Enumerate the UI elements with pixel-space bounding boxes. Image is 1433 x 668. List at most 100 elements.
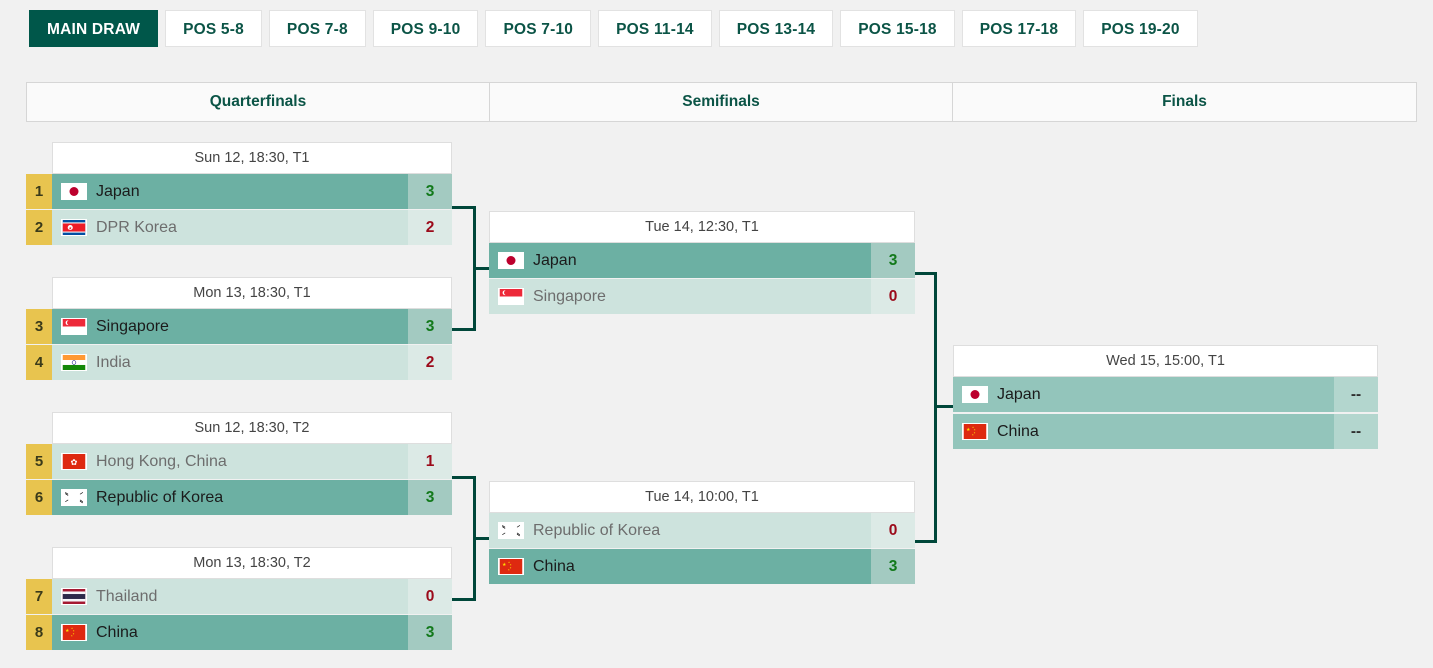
- team-name-cell: ★★★★★China: [489, 549, 871, 584]
- team-name-label: Hong Kong, China: [96, 452, 227, 470]
- team-score: --: [1334, 414, 1378, 449]
- team-row[interactable]: Japan --: [953, 377, 1378, 412]
- connector-sf1-to-final: [915, 272, 937, 275]
- hong-kong-flag-icon: ✿: [61, 453, 87, 470]
- tab-pos-19-20[interactable]: POS 19-20: [1083, 10, 1198, 47]
- svg-text:★: ★: [71, 627, 73, 630]
- team-name-cell: Japan: [953, 377, 1334, 412]
- tab-pos-15-18[interactable]: POS 15-18: [840, 10, 955, 47]
- team-row[interactable]: ★★★★★China--: [953, 414, 1378, 449]
- korea-flag-icon: [498, 522, 524, 539]
- tab-main-draw[interactable]: MAIN DRAW: [29, 10, 159, 47]
- svg-text:★: ★: [972, 426, 974, 429]
- team-row[interactable]: 5 ✿ Hong Kong, China 1: [26, 444, 452, 479]
- china-flag-icon: ★★★★★: [498, 558, 524, 575]
- team-name-label: Japan: [96, 182, 140, 200]
- tab-pos-7-10[interactable]: POS 7-10: [485, 10, 592, 47]
- team-score: 1: [408, 444, 452, 479]
- svg-text:★: ★: [510, 566, 512, 569]
- match-date-time: Tue 14, 12:30, T1: [489, 211, 915, 243]
- connector-qf1-to-sf1: [452, 206, 476, 209]
- singapore-flag-icon: [61, 318, 87, 335]
- connector-final-feed: [934, 405, 956, 408]
- team-name-label: Republic of Korea: [96, 488, 224, 506]
- tab-pos-13-14[interactable]: POS 13-14: [718, 10, 834, 47]
- team-name-label: Japan: [997, 385, 1041, 403]
- svg-text:★: ★: [972, 434, 974, 437]
- team-name-cell: Thailand: [52, 579, 408, 614]
- connector-qf2-to-sf1: [452, 328, 476, 331]
- team-name-label: China: [997, 422, 1039, 440]
- connector-qf3-to-sf2: [452, 476, 476, 479]
- team-name-label: Republic of Korea: [533, 521, 661, 539]
- match-date-time: Sun 12, 18:30, T1: [52, 142, 452, 174]
- tab-pos-5-8[interactable]: POS 5-8: [165, 10, 262, 47]
- svg-text:★: ★: [510, 563, 512, 566]
- svg-text:★: ★: [508, 561, 510, 564]
- team-row[interactable]: Japan 3: [489, 243, 915, 278]
- team-score: 3: [871, 243, 915, 278]
- seed-number: 7: [26, 579, 52, 614]
- team-name-cell: Singapore: [52, 309, 408, 344]
- seed-number: 5: [26, 444, 52, 479]
- team-score: 3: [408, 480, 452, 515]
- match-date-time: Sun 12, 18:30, T2: [52, 412, 452, 444]
- tab-pos-11-14[interactable]: POS 11-14: [598, 10, 712, 47]
- seed-number: 4: [26, 345, 52, 380]
- seed-number: 3: [26, 309, 52, 344]
- team-name-cell: ★★★★★China: [953, 414, 1334, 449]
- connector-sf2-to-final: [915, 540, 937, 543]
- connector-sf2-feed: [473, 537, 493, 540]
- team-score: 3: [408, 309, 452, 344]
- team-name-label: Singapore: [533, 287, 606, 305]
- japan-flag-icon: [962, 386, 988, 403]
- team-name-cell: Republic of Korea: [489, 513, 871, 548]
- round-header-quarterfinals: Quarterfinals: [26, 82, 490, 122]
- team-name-label: India: [96, 353, 131, 371]
- tab-pos-17-18[interactable]: POS 17-18: [961, 10, 1077, 47]
- team-name-cell: ★DPR Korea: [52, 210, 408, 245]
- team-name-label: China: [96, 623, 138, 641]
- thailand-flag-icon: [61, 588, 87, 605]
- tab-pos-7-8[interactable]: POS 7-8: [268, 10, 366, 47]
- team-score: 0: [408, 579, 452, 614]
- team-score: --: [1334, 377, 1378, 412]
- team-name-cell: Japan: [489, 243, 871, 278]
- svg-text:★: ★: [508, 569, 510, 572]
- team-name-cell: ✿ Hong Kong, China: [52, 444, 408, 479]
- team-name-cell: Japan: [52, 174, 408, 209]
- match-date-time: Mon 13, 18:30, T2: [52, 547, 452, 579]
- india-flag-icon: [61, 354, 87, 371]
- svg-text:★: ★: [966, 427, 970, 433]
- team-name-cell: India: [52, 345, 408, 380]
- svg-text:★: ★: [69, 225, 73, 230]
- connector-sf1-feed: [473, 267, 493, 270]
- japan-flag-icon: [498, 252, 524, 269]
- match-date-time: Wed 15, 15:00, T1: [953, 345, 1378, 377]
- singapore-flag-icon: [498, 288, 524, 305]
- team-score: 3: [871, 549, 915, 584]
- seed-number: 8: [26, 615, 52, 650]
- match-date-time: Mon 13, 18:30, T1: [52, 277, 452, 309]
- tab-pos-9-10[interactable]: POS 9-10: [372, 10, 479, 47]
- team-name-label: Japan: [533, 251, 577, 269]
